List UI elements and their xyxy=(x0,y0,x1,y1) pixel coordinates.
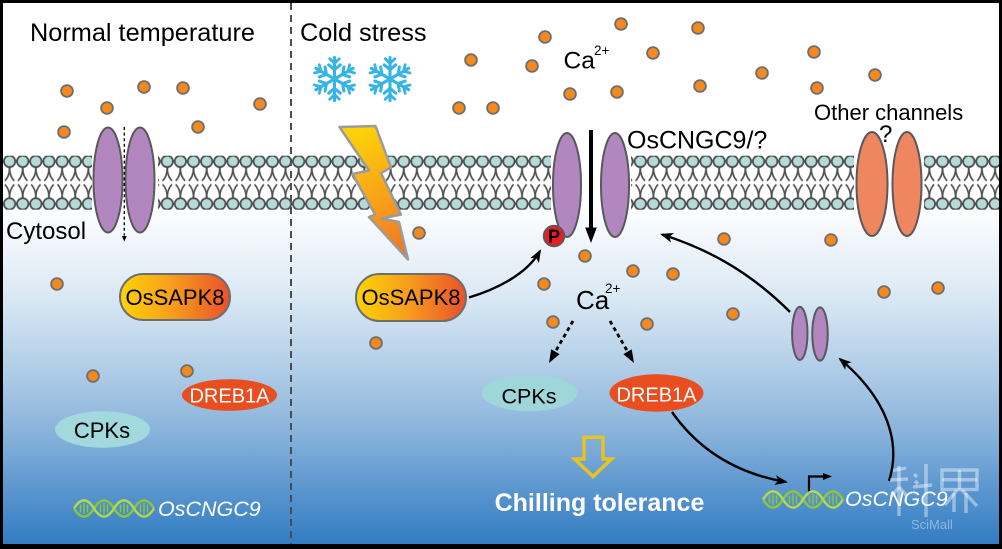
svg-text:DREB1A: DREB1A xyxy=(616,385,697,407)
svg-text:P: P xyxy=(548,227,560,247)
svg-text:OsSAPK8: OsSAPK8 xyxy=(361,285,460,310)
svg-text:CPKs: CPKs xyxy=(74,418,130,443)
svg-text:Other channels: Other channels xyxy=(814,100,963,125)
svg-text:Cytosol: Cytosol xyxy=(6,218,86,245)
svg-text:?: ? xyxy=(879,121,892,148)
svg-text:OsCNGC9: OsCNGC9 xyxy=(845,487,948,511)
svg-text:2+: 2+ xyxy=(605,281,621,296)
svg-text:Ca: Ca xyxy=(576,285,610,315)
svg-text:SciMall: SciMall xyxy=(911,517,953,532)
svg-text:DREB1A: DREB1A xyxy=(189,386,270,408)
svg-text:OsSAPK8: OsSAPK8 xyxy=(125,285,224,310)
svg-text:Ca: Ca xyxy=(564,48,596,75)
svg-text:Cold stress: Cold stress xyxy=(300,19,427,47)
svg-text:OsCNGC9: OsCNGC9 xyxy=(158,497,261,521)
svg-text:CPKs: CPKs xyxy=(502,385,557,409)
svg-text:Normal temperature: Normal temperature xyxy=(30,19,255,47)
svg-text:Chilling tolerance: Chilling tolerance xyxy=(495,489,705,517)
svg-text:2+: 2+ xyxy=(594,43,610,58)
svg-text:OsCNGC9/?: OsCNGC9/? xyxy=(627,126,767,154)
